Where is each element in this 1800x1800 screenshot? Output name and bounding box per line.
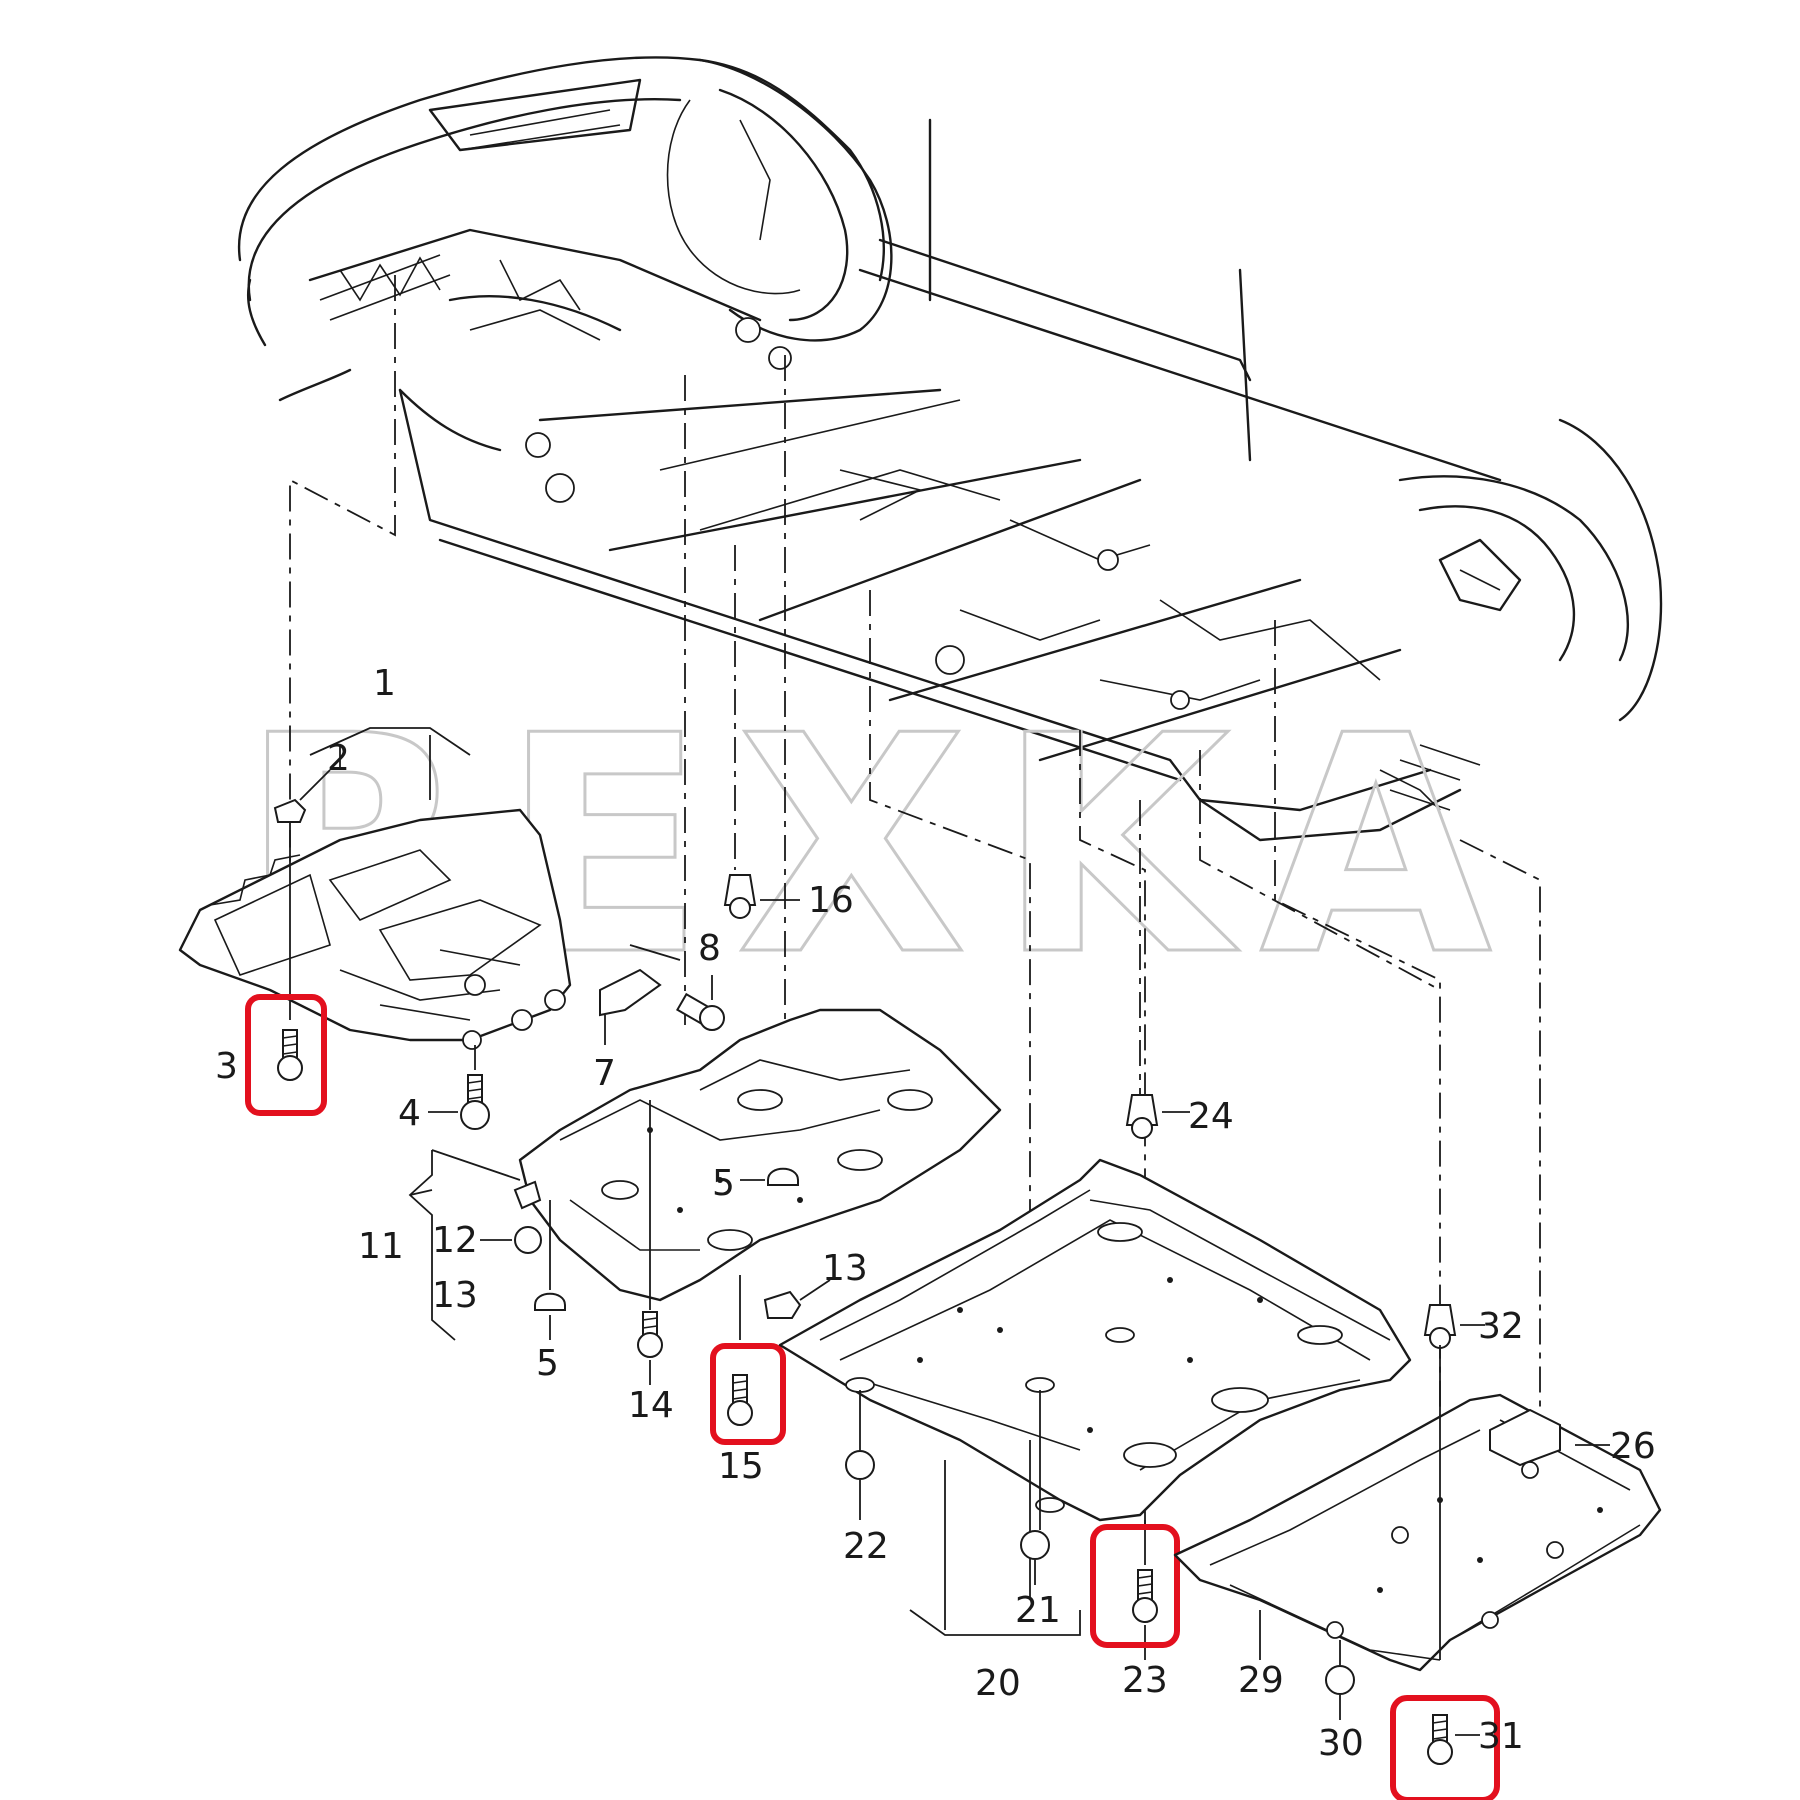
highlight-box-23 [1090, 1524, 1180, 1648]
part-4-bolt [428, 1045, 490, 1130]
label-15: 15 [718, 1446, 764, 1487]
label-23: 23 [1122, 1660, 1168, 1701]
label-1: 1 [373, 663, 396, 704]
part-13-clip [739, 1275, 831, 1340]
part-20-underbody-tray [778, 1158, 1412, 1522]
part-31-screw [1427, 1714, 1480, 1765]
part-24-stud [1125, 1094, 1190, 1139]
part-3-screw [277, 830, 303, 1081]
part-16-stud [723, 874, 800, 919]
part-11-panel [518, 1008, 1002, 1302]
label-26: 26 [1610, 1426, 1656, 1467]
part-22-nut [845, 1390, 875, 1520]
part-5-plug-upper [740, 1167, 799, 1186]
part-1-skid-plate [178, 808, 572, 1050]
part-32-stud [1423, 1304, 1485, 1660]
part-21-nut [1020, 1390, 1050, 1585]
part-14-bolt [637, 1100, 663, 1385]
label-3: 3 [215, 1046, 238, 1087]
label-30: 30 [1318, 1723, 1364, 1764]
part-2-clip [273, 798, 307, 823]
label-11: 11 [358, 1226, 404, 1267]
label-14: 14 [628, 1385, 674, 1426]
label-13-left: 13 [432, 1275, 478, 1316]
highlight-box-15 [710, 1343, 786, 1445]
label-22: 22 [843, 1526, 889, 1567]
part-29-rear-tray [1173, 1393, 1662, 1672]
label-7: 7 [593, 1053, 616, 1094]
label-5-upper: 5 [712, 1163, 735, 1204]
highlight-box-3 [245, 994, 327, 1116]
label-12: 12 [432, 1220, 478, 1261]
part-23-screw [1132, 1520, 1158, 1660]
label-32: 32 [1478, 1306, 1524, 1347]
part-12-nut [480, 1180, 542, 1254]
label-4: 4 [398, 1093, 421, 1134]
highlight-box-31 [1390, 1695, 1500, 1800]
label-8: 8 [698, 928, 721, 969]
callout-labels: 1 2 3 4 5 5 7 8 11 12 13 13 14 15 16 20 … [215, 663, 1656, 1764]
label-20: 20 [975, 1663, 1021, 1704]
label-13-right: 13 [822, 1248, 868, 1289]
label-21: 21 [1015, 1590, 1061, 1631]
part-7-bracket [599, 968, 662, 1045]
label-31: 31 [1478, 1716, 1524, 1757]
part-8-bolt [629, 944, 725, 1031]
label-2: 2 [327, 738, 350, 779]
part-5-plug-lower [534, 1200, 566, 1340]
label-29: 29 [1238, 1660, 1284, 1701]
vehicle-underbody [237, 56, 1663, 842]
part-26-clip [1489, 1408, 1610, 1467]
label-5-lower: 5 [536, 1343, 559, 1384]
label-16: 16 [808, 880, 854, 921]
part-15-screw [727, 1374, 753, 1426]
part-30-nut [1325, 1640, 1355, 1720]
label-24: 24 [1188, 1096, 1234, 1137]
leader-lines [289, 275, 1541, 1530]
